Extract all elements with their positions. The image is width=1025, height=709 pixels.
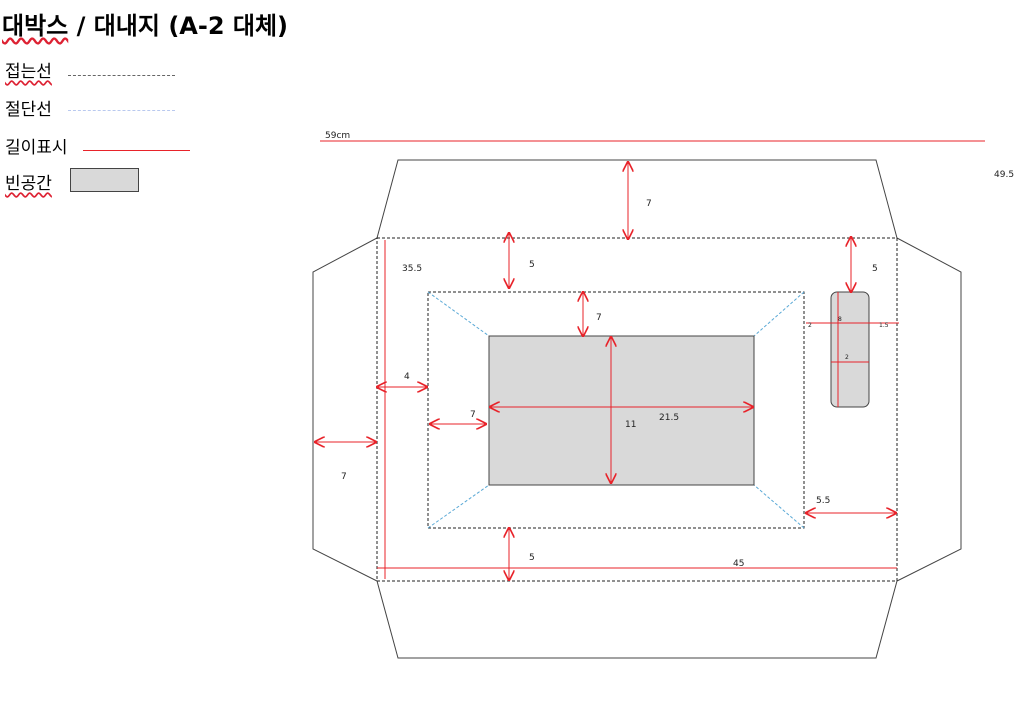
legend-empty-swatch	[70, 168, 139, 192]
fold-rect-inner	[427, 291, 805, 529]
dim-slot-mid: 8	[838, 316, 842, 323]
legend-length-line	[83, 150, 190, 151]
legend-fold-line	[68, 75, 175, 76]
dim-right-height: 49.5	[994, 170, 1014, 180]
dim-cavity-width: 21.5	[659, 413, 679, 423]
dim-slot-small-left: 2	[808, 322, 812, 329]
cut-diagonals	[427, 291, 805, 529]
length-markers	[315, 140, 985, 580]
dim-top-flap: 7	[646, 199, 652, 209]
title-box-word: 대박스	[2, 12, 69, 40]
dim-inner-width: 45	[733, 559, 744, 569]
dim-tray-wall-top: 7	[596, 313, 602, 323]
dim-bottom-margin: 5	[529, 553, 535, 563]
dim-total-width: 59cm	[325, 131, 350, 141]
dim-slot-small-right: 1.5	[879, 322, 889, 329]
dim-inner-height: 35.5	[402, 264, 422, 274]
legend-cut-label: 절단선	[5, 100, 52, 120]
legend-length-label: 길이표시	[5, 138, 68, 158]
dim-tray-left: 7	[470, 410, 476, 420]
legend-empty-label: 빈공간	[5, 174, 52, 194]
dim-right-slot-top: 5	[872, 264, 878, 274]
dim-left-gap: 4	[404, 372, 410, 382]
dim-right-gap: 5.5	[816, 496, 830, 506]
dim-cavity-height: 11	[625, 420, 636, 430]
dim-top-margin: 5	[529, 260, 535, 270]
dim-slot-width: 2	[845, 354, 849, 361]
fold-rect-outer	[376, 237, 898, 582]
page-title: 대박스 / 대내지 (A-2 대체)	[2, 6, 288, 41]
right-slot	[830, 291, 870, 408]
dim-left-flap: 7	[341, 472, 347, 482]
center-cavity	[488, 335, 755, 486]
title-rest: / 대내지 (A-2 대체)	[68, 12, 289, 40]
legend-cut-line	[68, 110, 175, 111]
legend-fold-label: 접는선	[5, 62, 52, 82]
